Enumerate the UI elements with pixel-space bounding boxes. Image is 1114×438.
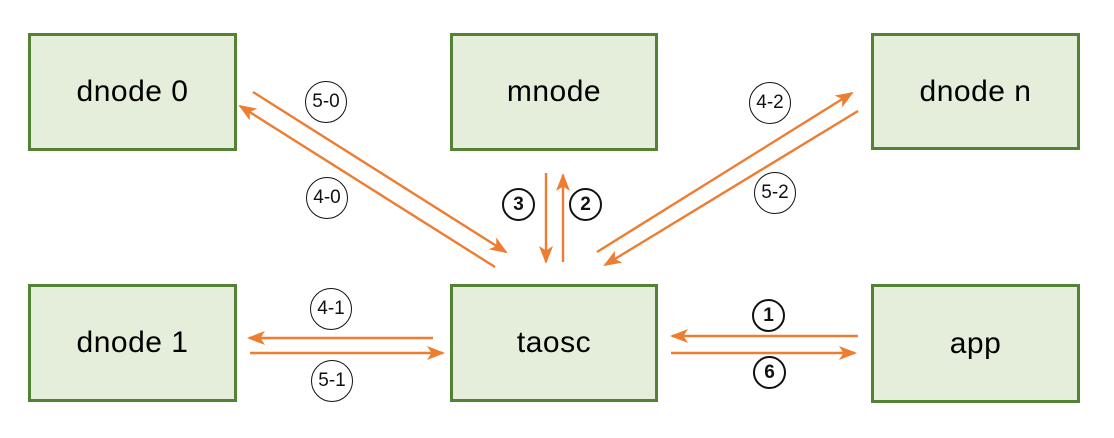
edge-label-5-1: 5-1: [311, 360, 353, 402]
node-dnode-1-label: dnode 1: [76, 326, 189, 359]
edge-label-3: 3: [502, 188, 535, 221]
edge-label-4-1: 4-1: [310, 288, 352, 330]
node-mnode-label: mnode: [506, 75, 602, 108]
edge-label-1: 1: [752, 299, 785, 332]
arrow-taosc-to-dnode0: [238, 104, 496, 269]
arrow-dnode0-to-taosc: [252, 90, 508, 254]
edge-label-4-0: 4-0: [306, 177, 348, 219]
node-dnode-0-label: dnode 0: [76, 75, 189, 108]
node-taosc-label: taosc: [516, 326, 592, 359]
node-dnode-1: dnode 1: [28, 284, 237, 402]
edge-label-2: 2: [569, 188, 602, 221]
arrow-dnoden-to-taosc: [603, 109, 859, 267]
node-mnode: mnode: [450, 33, 658, 151]
node-dnode-0: dnode 0: [28, 33, 237, 151]
edge-label-5-2: 5-2: [754, 172, 796, 214]
node-app: app: [871, 284, 1080, 403]
node-dnode-n-label: dnode n: [919, 74, 1032, 108]
edge-label-5-0: 5-0: [305, 81, 347, 123]
arrow-taosc-to-dnoden: [596, 91, 854, 254]
edge-label-6: 6: [753, 356, 786, 389]
node-dnode-n: dnode n: [871, 33, 1080, 150]
edge-label-4-2: 4-2: [749, 82, 791, 124]
node-app-label: app: [949, 326, 1002, 360]
node-taosc: taosc: [450, 284, 658, 402]
